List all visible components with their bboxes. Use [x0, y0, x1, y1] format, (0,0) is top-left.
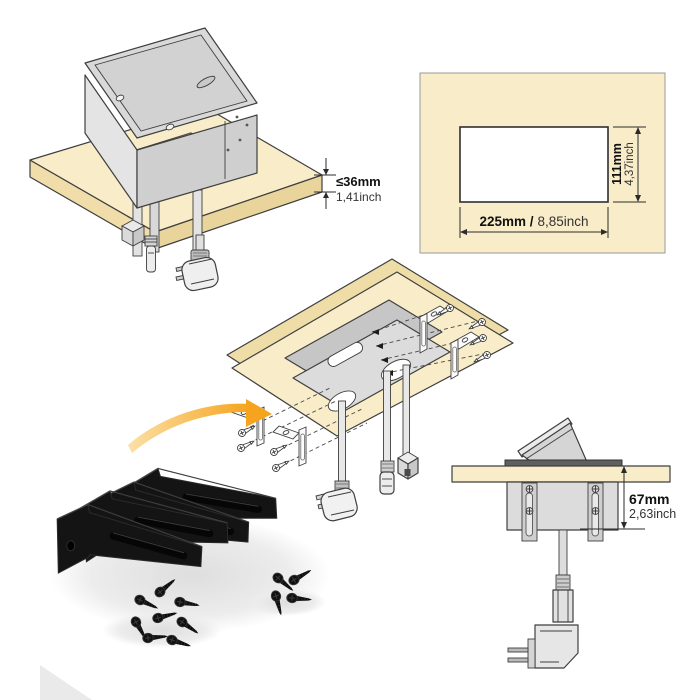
opened-socket-unit — [517, 417, 588, 464]
dimension-depth: 67mm 2,63inch — [580, 466, 676, 530]
orange-arrow-icon — [128, 399, 272, 453]
panel-cutout-top-view: 225mm /8,85inch 111mm 4,37inch — [419, 72, 666, 254]
depth-mm-label: 67mm — [629, 491, 669, 507]
block-connector — [397, 451, 419, 480]
bracket-side — [521, 482, 538, 542]
cutout-rectangle — [459, 126, 609, 203]
desk-side-view — [451, 465, 671, 483]
dimension-cutout-width: 225mm /8,85inch — [459, 207, 609, 238]
cable-slot — [327, 341, 363, 367]
cutout-width-label: 225mm /8,85inch — [479, 214, 588, 229]
panel-underside-mounting — [128, 258, 514, 522]
cables-under-table — [121, 219, 219, 292]
box-rim — [504, 459, 623, 467]
depth-inch-label: 2,63inch — [629, 507, 676, 521]
bracket-side — [587, 482, 604, 542]
schuko-plug — [175, 234, 219, 292]
schuko-plug — [315, 480, 358, 522]
thickness-mm-label: ≤36mm — [336, 174, 381, 189]
thickness-inch-label: 1,41inch — [336, 190, 381, 204]
power-cable-plug — [507, 529, 579, 669]
cutout-height-inch-label: 4,37inch — [624, 142, 636, 185]
small-connector — [144, 235, 158, 273]
panel-hardware-photo — [40, 430, 330, 700]
hanging-cables — [315, 364, 419, 522]
dimension-cutout-height: 111mm 4,37inch — [610, 126, 646, 203]
block-connector — [121, 219, 145, 247]
lid-finger-notch — [196, 75, 216, 89]
cutout-height-mm-label: 111mm — [610, 143, 624, 185]
panel-side-view: 67mm 2,63inch — [451, 417, 676, 669]
small-connector — [379, 460, 395, 495]
popup-socket-box — [84, 27, 258, 209]
dimension-thickness: ≤36mm 1,41inch — [314, 158, 381, 209]
panel-installed-isometric: ≤36mm 1,41inch — [29, 27, 381, 292]
